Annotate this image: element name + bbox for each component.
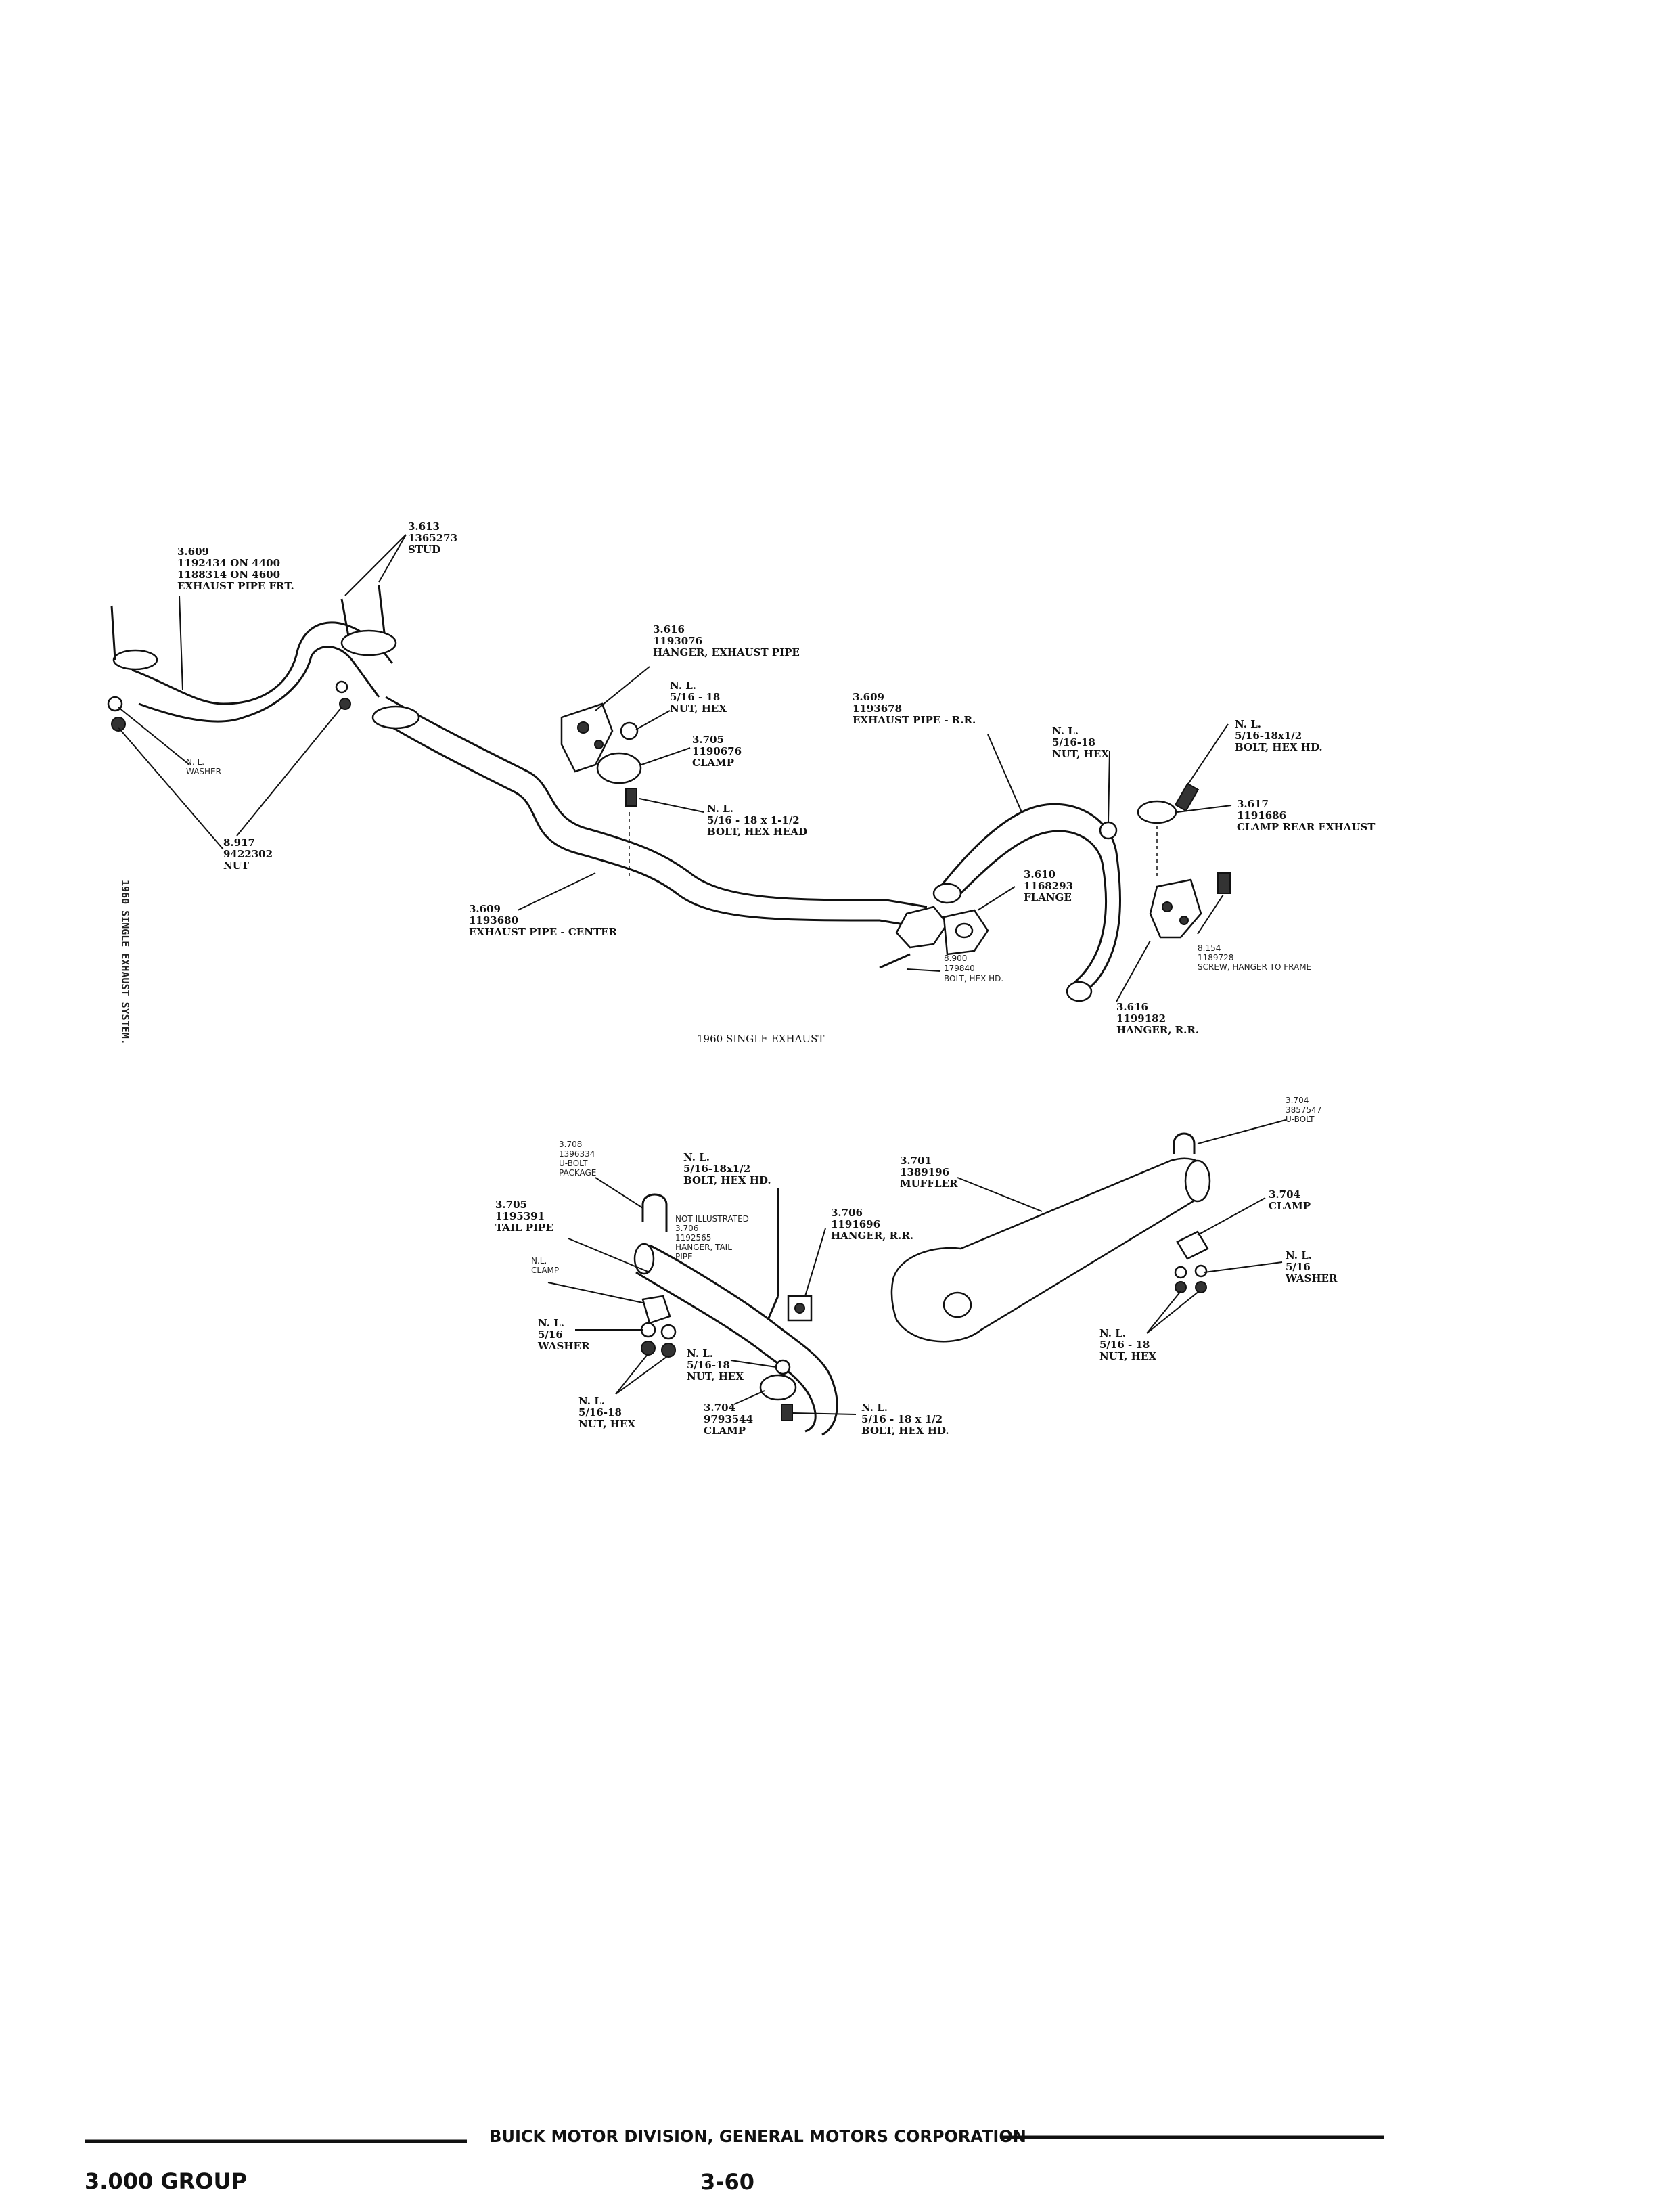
leader-lines-bottom [547,1119,1286,1415]
exhaust-pipe-rr-drawing [932,803,1122,1002]
screw-hanger-frame-drawing [1217,872,1231,894]
footer-corporation: BUICK MOTOR DIVISION, GENERAL MOTORS COR… [489,2127,1026,2146]
label-screw-hanger-frame: 8.154 1189728 SCREW, HANGER TO FRAME [1198,943,1311,972]
bolt-flange-drawing [879,953,911,969]
front-flange-left [112,649,158,671]
label-flange: 3.610 1168293 FLANGE [1024,868,1076,903]
label-clamp-rear-exhaust: 3.617 1191686 CLAMP REAR EXHAUST [1237,798,1376,833]
label-u-bolt-muffler: 3.704 3857547 U-BOLT [1286,1096,1324,1124]
hanger-rr-tail-drawing [787,1295,813,1322]
label-nut-hex-tail-mid: N. L. 5/16-18 NUT, HEX [687,1347,744,1383]
footer-group: 3.000 GROUP [85,2168,247,2194]
label-exhaust-pipe-rr: 3.609 1193678 EXHAUST PIPE - R.R. [853,691,976,726]
hanger-rr-drawing [1149,878,1202,939]
clamp-rear-exhaust-drawing [1137,800,1177,824]
label-bolt-tail-mid: N. L. 5/16 - 18 x 1/2 BOLT, HEX HD. [861,1402,949,1437]
label-u-bolt-package: 3.708 1396334 U-BOLT PACKAGE [559,1140,597,1178]
bolt-hex-hd-rr-drawing [1174,782,1200,812]
washer-tail-drawing [640,1322,656,1338]
bolt-tail-mid-drawing [781,1404,793,1421]
label-clamp-center: 3.705 1190676 CLAMP [692,734,745,769]
label-exhaust-pipe-front: 3.609 1192434 ON 4400 1188314 ON 4600 EX… [177,545,294,592]
clamp-tail-mid-drawing [759,1374,797,1401]
hanger-nut-drawing [620,721,639,740]
flange-drawing [879,906,989,969]
figure-caption: 1960 SINGLE EXHAUST [697,1033,824,1045]
label-bolt-hex-hd-tail: N. L. 5/16-18x1/2 BOLT, HEX HD. [683,1151,771,1186]
top-exhaust-assembly: 3.609 1192434 ON 4400 1188314 ON 4600 EX… [107,520,1376,1045]
clamp-center-drawing [596,752,642,784]
u-bolt-muffler-drawing [1173,1132,1196,1154]
exhaust-pipe-front-drawing [112,621,397,723]
nut-hex-tail-mid-drawing [775,1359,791,1375]
washer-muffler-drawing [1174,1266,1187,1279]
label-tail-pipe: 3.705 1195391 TAIL PIPE [495,1199,553,1234]
label-nut-front: 8.917 9422302 NUT [223,836,276,872]
label-nut-hex-tail-left: N. L. 5/16-18 NUT, HEX [578,1395,635,1430]
leader-lines-top [118,534,1232,1002]
footer-page-number: 3-60 [700,2169,754,2195]
clamp-tail-drawing [641,1295,671,1324]
label-nut-hex-hanger: N. L. 5/16 - 18 NUT, HEX [670,679,727,715]
label-clamp-tail: N.L. CLAMP [531,1256,559,1275]
nut-hex-tail-left-drawing [641,1341,656,1356]
label-not-illustrated: NOT ILLUSTRATED 3.706 1192565 HANGER, TA… [675,1214,752,1261]
exhaust-pipe-center-drawing [371,696,928,929]
page-footer: BUICK MOTOR DIVISION, GENERAL MOTORS COR… [85,2127,1384,2195]
label-washer-front: N. L. WASHER [186,757,221,776]
label-hanger-rr-tail: 3.706 1191696 HANGER, R.R. [831,1207,913,1242]
label-washer-muffler: N. L. 5/16 WASHER [1285,1249,1338,1285]
hanger-exhaust-pipe-drawing [560,702,642,880]
clamp-muffler-drawing [1176,1230,1209,1260]
label-bolt-hex-head: N. L. 5/16 - 18 x 1-1/2 BOLT, HEX HEAD [707,803,807,838]
label-clamp-tail-mid: 3.704 9793544 CLAMP [704,1402,756,1437]
label-hanger-rr: 3.616 1199182 HANGER, R.R. [1116,1001,1199,1036]
nut-hex-muffler-drawing [1175,1281,1187,1293]
label-bolt-flange: 8.900 179840 BOLT, HEX HD. [944,954,1003,983]
side-caption: 1960 SINGLE EXHAUST SYSTEM. [119,880,131,1045]
label-nut-hex-rr: N. L. 5/16-18 NUT, HEX [1052,725,1109,760]
label-hanger-exhaust-pipe: 3.616 1193076 HANGER, EXHAUST PIPE [653,623,800,658]
label-bolt-hex-hd-rr: N. L. 5/16-18x1/2 BOLT, HEX HD. [1235,718,1323,753]
nut-front-drawing [111,717,126,732]
label-clamp-muffler: 3.704 CLAMP [1269,1188,1311,1212]
bottom-exhaust-assembly: 3.708 1396334 U-BOLT PACKAGE N. L. 5/16-… [495,1096,1338,1437]
bolt-hex-hd-tail-drawing [767,1295,779,1320]
stud-drawing [110,585,386,661]
nut-hex-rr-drawing [1099,821,1118,840]
bolt-hex-head-drawing [625,788,637,807]
label-stud: 3.613 1365273 STUD [408,520,461,556]
label-nut-hex-muffler: N. L. 5/16 - 18 NUT, HEX [1099,1327,1156,1362]
label-exhaust-pipe-center: 3.609 1193680 EXHAUST PIPE - CENTER [469,903,618,938]
muffler-drawing [890,1157,1211,1343]
u-bolt-package-drawing [641,1193,668,1232]
label-muffler: 3.701 1389196 MUFFLER [900,1155,958,1190]
label-washer-tail: N. L. 5/16 WASHER [537,1317,590,1352]
